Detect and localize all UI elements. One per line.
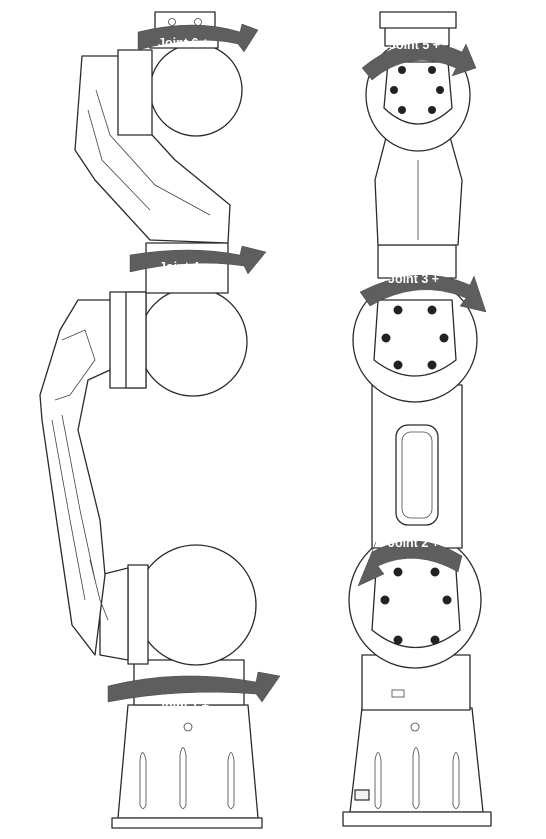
side-middle-joint (109, 242, 248, 397)
joint-2-arrow: Joint 2 + (357, 536, 463, 587)
front-view-robot (342, 11, 492, 827)
joint-5-label: Joint 5 + (389, 38, 440, 52)
front-middle-joint (352, 244, 478, 403)
front-lower-arm (371, 384, 463, 549)
side-upper-arm (74, 55, 231, 244)
joint-4-label: Joint 4 + (159, 260, 210, 274)
side-view-robot (39, 11, 263, 829)
joint-3-arrow: Joint 3 + (359, 272, 487, 313)
front-top-joint (365, 11, 471, 152)
joint-4-arrow: Joint 4 + (129, 245, 267, 275)
joint-3-label: Joint 3 + (388, 272, 439, 286)
joint-5-arrow: Joint 5 + (361, 38, 477, 81)
joint-6-arrow: Joint 6 + (137, 23, 259, 53)
joint-1-arrow: Joint 1 + (107, 671, 281, 713)
front-base (342, 654, 492, 827)
side-lower-joint (99, 544, 257, 666)
joint-2-label: Joint 2 + (388, 536, 439, 550)
joint-1-label: Joint 1 + (158, 699, 209, 713)
side-lower-arm (39, 299, 113, 656)
joint-6-label: Joint 6 + (158, 36, 209, 50)
